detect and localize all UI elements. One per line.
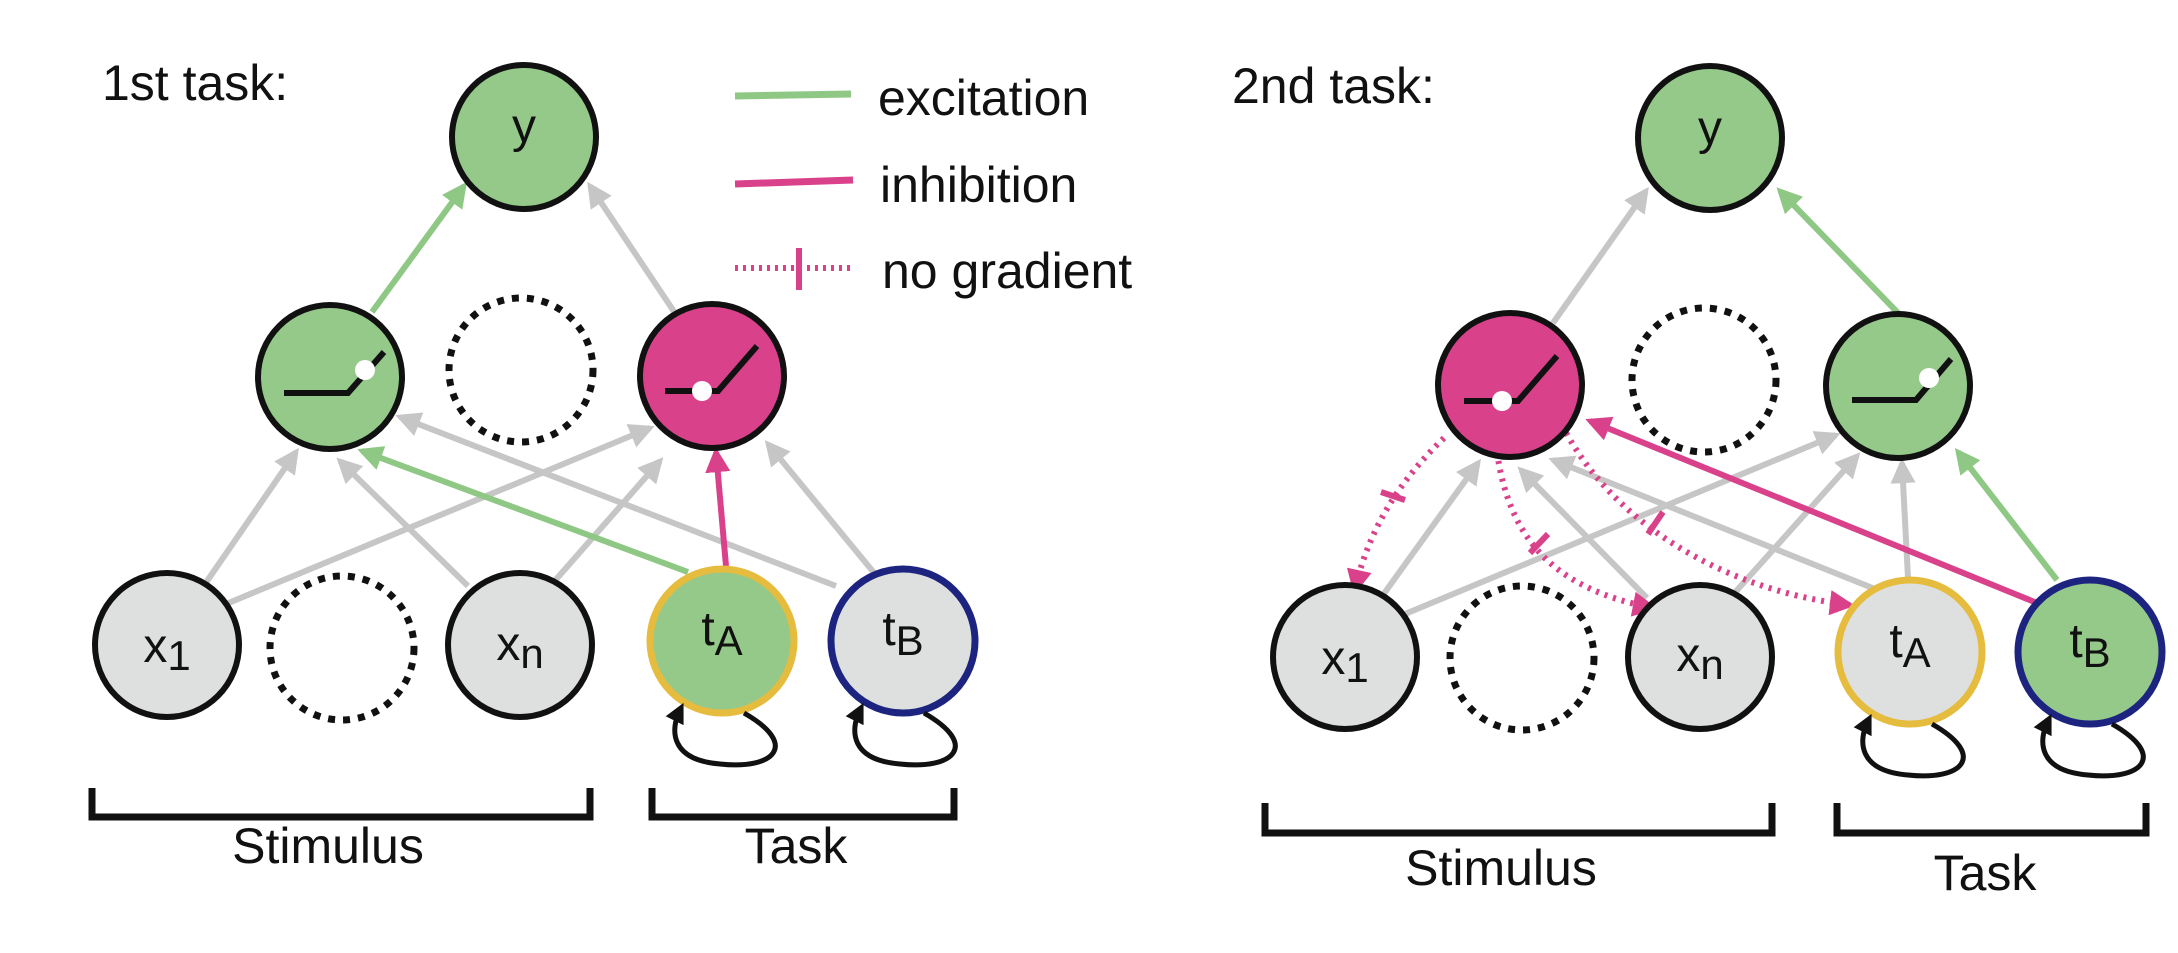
task-node-tB-active: tB	[2014, 576, 2166, 728]
input-node-dropped	[1446, 582, 1598, 734]
edge-tA-to-h1	[1548, 455, 1887, 596]
edge-xn-to-h1	[1517, 466, 1650, 601]
input-node-xn-label: xn	[496, 618, 543, 677]
edge-tA-to-h3-inhibition	[705, 446, 731, 567]
legend-excitation-label: excitation	[878, 70, 1089, 126]
hidden-unit-1-inhibited	[1435, 310, 1585, 460]
edge-x1-to-h1	[1380, 458, 1481, 597]
legend-no-gradient-label: no gradient	[882, 243, 1132, 299]
input-node-xn: xn	[1625, 582, 1775, 732]
self-loop-tB	[2033, 713, 2146, 779]
edge-h3-to-y-excitation	[1776, 187, 1903, 318]
no-gradient-tick	[1527, 531, 1551, 556]
relu-icon	[1464, 354, 1560, 404]
legend-excitation-line	[734, 90, 852, 100]
edge-tA-to-h3	[1890, 457, 1916, 579]
edge-h3-to-y	[587, 181, 678, 315]
edge-xn-to-h3	[1727, 452, 1861, 600]
stimulus-label: Stimulus	[1405, 840, 1597, 896]
edge-h1-to-y	[1550, 186, 1649, 325]
relu-operating-point	[1919, 368, 1939, 388]
input-node-x1-label: x1	[143, 620, 190, 679]
task-node-tA-active: tA	[646, 565, 798, 717]
task-node-tA-label: tA	[701, 603, 742, 664]
task-node-tB-label: tB	[882, 603, 923, 664]
relu-operating-point	[692, 381, 712, 401]
task-node-tB: tB	[827, 565, 979, 717]
stimulus-label: Stimulus	[232, 818, 424, 874]
legend: excitation inhibition no gradient	[734, 70, 1132, 299]
panel-1st-task: 1st task: y	[88, 55, 979, 874]
legend-inhibition-line	[734, 176, 854, 188]
stimulus-bracket	[88, 788, 594, 821]
edge-tB-to-h3	[764, 440, 878, 576]
input-node-x1: x1	[92, 570, 242, 720]
relu-icon	[665, 344, 760, 394]
hidden-unit-3-inhibited	[637, 301, 787, 451]
task-bracket	[648, 788, 958, 821]
no-gradient-tick	[1645, 510, 1666, 536]
task-label: Task	[1934, 845, 2038, 901]
no-gradient-tick	[1380, 489, 1406, 503]
edge-x1-to-h3	[224, 424, 655, 607]
relu-operating-point	[1492, 391, 1512, 411]
input-node-xn-label: xn	[1676, 629, 1723, 688]
hidden-unit-3-active	[1823, 311, 1973, 461]
no-gradient-paths	[1346, 423, 1856, 617]
panel-1-title: 1st task:	[102, 55, 288, 111]
task-node-tA-label: tA	[1889, 615, 1930, 676]
self-loop-tA	[665, 702, 778, 768]
edge-h1-to-y-excitation	[369, 181, 467, 314]
hidden-unit-2-dropped	[1628, 304, 1780, 456]
edge-tB-to-h1-inhibition	[1585, 416, 2044, 608]
edge-tB-to-h1	[395, 412, 838, 589]
output-node-y	[449, 62, 599, 212]
hidden-unit-1-active	[255, 302, 405, 452]
input-node-x1-label: x1	[1321, 632, 1368, 691]
edge-x1-to-h3	[1403, 431, 1841, 617]
edge-tA-to-h1-excitation	[357, 446, 690, 575]
panel-1-gray-edges	[202, 181, 878, 607]
panel-2nd-task: 2nd task: y	[1232, 58, 2166, 901]
edge-x1-to-h1	[202, 447, 299, 586]
self-loop-tA	[1853, 713, 1966, 779]
relu-icon	[1852, 357, 1954, 403]
self-loop-tB	[845, 702, 958, 768]
task-node-tB-label: tB	[2069, 615, 2110, 676]
output-node-label: y	[1698, 102, 1722, 155]
input-node-dropped	[266, 572, 418, 724]
task-node-tA: tA	[1834, 576, 1986, 728]
task-bracket	[1833, 803, 2150, 837]
task-label: Task	[745, 818, 849, 874]
hidden-unit-2-dropped	[445, 294, 597, 446]
input-node-x1: x1	[1270, 582, 1420, 732]
panel-2-gray-edges	[1380, 186, 1916, 617]
edge-tB-to-h3-excitation	[1954, 448, 2060, 582]
relu-operating-point	[355, 360, 375, 380]
output-node-y	[1635, 63, 1785, 213]
input-node-xn: xn	[445, 570, 595, 720]
no-gradient-h1-to-xn	[1494, 451, 1658, 617]
stimulus-bracket	[1261, 803, 1776, 837]
panel-2-title: 2nd task:	[1232, 58, 1435, 114]
legend-inhibition-label: inhibition	[880, 157, 1077, 213]
output-node-label: y	[512, 100, 536, 153]
edge-xn-to-h3	[549, 457, 664, 586]
edge-xn-to-h1	[336, 457, 471, 589]
